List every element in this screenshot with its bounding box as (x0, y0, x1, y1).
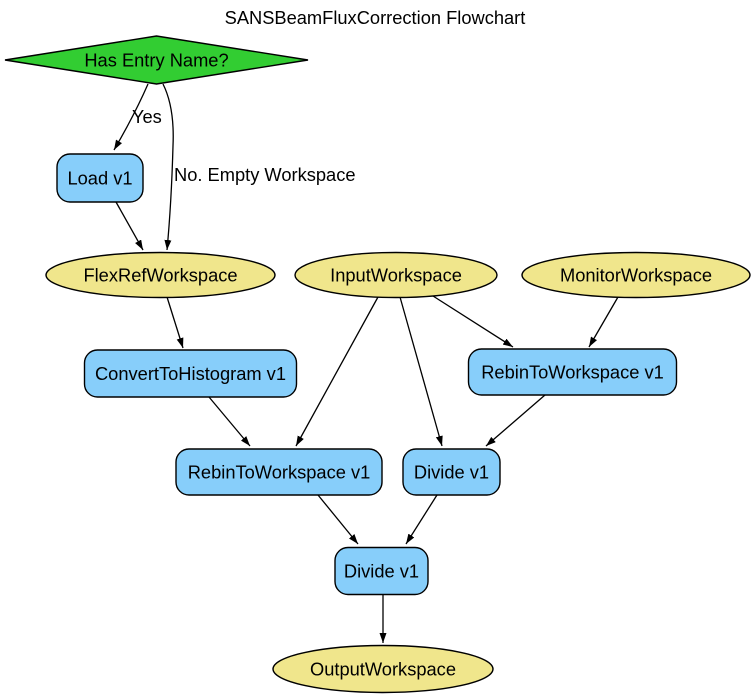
node-load-v1: Load v1 (56, 153, 144, 203)
rounded-rect-shape (467, 348, 678, 396)
edge-divide-v1-upper-to-divide-v1-lower (405, 494, 438, 545)
node-output-workspace: OutputWorkspace (272, 644, 494, 694)
edge-monitor-workspace-to-rebin-to-workspace-v1-right (588, 296, 619, 348)
edge-input-workspace-to-rebin-to-workspace-v1-left (295, 296, 379, 447)
edge-flex-ref-workspace-to-convert-to-histogram-v1 (166, 296, 184, 349)
node-label: Load v1 (67, 168, 132, 189)
edge-convert-to-histogram-v1-to-rebin-to-workspace-v1-left (208, 396, 251, 447)
node-input-workspace: InputWorkspace (294, 251, 498, 299)
nodes-layer: Has Entry Name? Load v1 FlexRefWorkspace In… (4, 35, 751, 694)
ellipse-shape (294, 251, 498, 299)
node-label: Divide v1 (344, 561, 419, 582)
edge-label-has-entry-name-to-load-v1: Yes (132, 106, 162, 127)
node-divide-v1-upper: Divide v1 (402, 448, 501, 496)
node-rebin-to-workspace-v1-left: RebinToWorkspace v1 (175, 448, 383, 496)
edge-rebin-to-workspace-v1-right-to-divide-v1-upper (485, 394, 546, 447)
node-label: MonitorWorkspace (560, 265, 712, 286)
node-label: RebinToWorkspace v1 (188, 462, 371, 483)
node-label: Divide v1 (414, 462, 489, 483)
edge-has-entry-name-to-load-v1 (113, 83, 149, 151)
edge-load-v1-to-flex-ref-workspace (115, 201, 144, 251)
flowchart-title: SANSBeamFluxCorrection Flowchart (225, 7, 526, 28)
rounded-rect-shape (83, 349, 298, 398)
node-label: Has Entry Name? (84, 50, 228, 71)
node-convert-to-histogram-v1: ConvertToHistogram v1 (83, 349, 298, 398)
edge-input-workspace-to-divide-v1-upper (399, 296, 443, 447)
node-label: InputWorkspace (330, 265, 462, 286)
node-flex-ref-workspace: FlexRefWorkspace (45, 251, 276, 299)
edge-input-workspace-to-rebin-to-workspace-v1-right (432, 295, 514, 348)
node-label: RebinToWorkspace v1 (481, 362, 664, 383)
ellipse-shape (521, 251, 751, 299)
edge-label-has-entry-name-to-flex-ref-workspace: No. Empty Workspace (174, 164, 356, 185)
node-divide-v1-lower: Divide v1 (334, 546, 429, 596)
node-label: OutputWorkspace (310, 659, 456, 680)
rounded-rect-shape (56, 153, 144, 203)
edge-rebin-to-workspace-v1-left-to-divide-v1-lower (317, 494, 359, 545)
diamond-shape (4, 35, 309, 85)
rounded-rect-shape (334, 546, 429, 596)
node-label: ConvertToHistogram v1 (95, 363, 286, 384)
rounded-rect-shape (175, 448, 383, 496)
ellipse-shape (45, 251, 276, 299)
edge-has-entry-name-to-flex-ref-workspace (162, 83, 174, 251)
node-label: FlexRefWorkspace (83, 265, 237, 286)
ellipse-shape (272, 644, 494, 694)
rounded-rect-shape (402, 448, 501, 496)
node-monitor-workspace: MonitorWorkspace (521, 251, 751, 299)
node-rebin-to-workspace-v1-right: RebinToWorkspace v1 (467, 348, 678, 396)
node-has-entry-name: Has Entry Name? (4, 35, 309, 85)
